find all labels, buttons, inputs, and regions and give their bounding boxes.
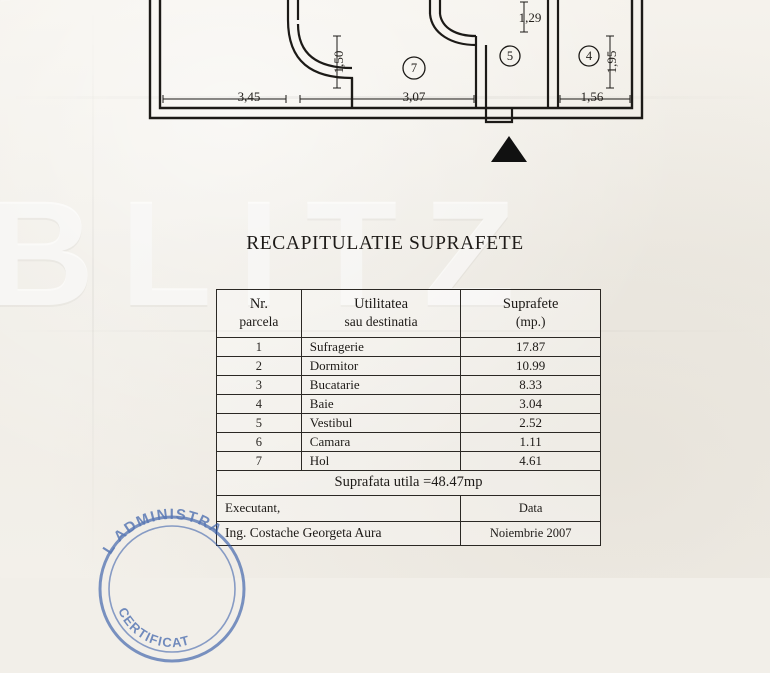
header-supr-line2: (mp.) [515,314,546,329]
header-supr-line1: Suprafete [502,296,559,312]
table-row: 1 Sufragerie 17.87 [216,337,601,357]
cell-nr: 7 [216,451,302,471]
executant-name: Ing. Costache Georgeta Aura [215,521,462,546]
cell-nr: 6 [216,432,302,452]
cell-nr: 2 [216,356,302,376]
cell-utilitate: Dormitor [300,356,462,376]
total-suprafata-utila: Suprafata utila =48.47mp [216,470,601,496]
cell-utilitate: Bucatarie [300,375,462,395]
page-title: RECAPITULATIE SUPRAFETE [246,233,524,254]
cell-suprafata: 1.11 [460,432,601,452]
cell-utilitate: Vestibul [300,413,462,433]
cell-utilitate: Camara [300,432,462,452]
table-row: 2 Dormitor 10.99 [216,356,601,376]
dim-label-3-07: 3,07 [403,89,426,104]
room-marker-5: 5 [507,49,513,63]
cell-suprafata: 4.61 [460,451,601,471]
table-row: 6 Camara 1.11 [216,432,601,452]
paper-crease [92,0,94,578]
dim-label-1-56: 1,56 [581,89,604,104]
dim-label-1-29: 1,29 [519,10,542,25]
cell-suprafata: 2.52 [460,413,601,433]
executant-label: Executant, [215,495,462,522]
header-util-line2: sau destinatia [344,314,418,329]
header-util-line1: Utilitatea [354,296,409,312]
cell-nr: 3 [216,375,302,395]
cell-utilitate: Sufragerie [300,337,462,357]
table-footer-value-row: Ing. Costache Georgeta Aura Noiembrie 20… [215,521,601,546]
header-nr-line1: Nr. [249,296,268,312]
table-header-row: Nr. parcela Utilitatea sau destinatia Su… [216,289,601,338]
cell-utilitate: Hol [300,451,462,471]
header-nr-line2: parcela [239,314,279,329]
table-row: 7 Hol 4.61 [216,451,601,471]
cell-suprafata: 10.99 [460,356,601,376]
floor-plan: 3,45 3,07 1,56 1,50 1,95 1,29 7 5 4 [0,0,770,175]
table-row: 5 Vestibul 2.52 [216,413,601,433]
dim-label-1-95: 1,95 [604,51,619,74]
table-row: 4 Baie 3.04 [216,394,601,414]
cell-utilitate: Baie [300,394,462,414]
cell-nr: 5 [216,413,302,433]
data-value: Noiembrie 2007 [460,521,601,546]
svg-text:CERTIFICAT: CERTIFICAT [115,605,191,650]
table-row: 3 Bucatarie 8.33 [216,375,601,395]
recapitulatie-suprafete-table: Nr. parcela Utilitatea sau destinatia Su… [215,289,601,546]
header-suprafete: Suprafete (mp.) [460,289,601,338]
cell-suprafata: 17.87 [460,337,601,357]
room-marker-7: 7 [411,61,417,75]
cell-suprafata: 3.04 [460,394,601,414]
stamp-text-bottom: CERTIFICAT [115,605,190,650]
table-total-row: Suprafata utila =48.47mp [216,470,601,496]
cell-nr: 1 [216,337,302,357]
north-arrow-icon [487,134,531,164]
header-nr-parcela: Nr. parcela [216,289,302,338]
cell-suprafata: 8.33 [460,375,601,395]
paper-crease [0,96,770,99]
data-label: Data [460,495,601,522]
header-utilitatea: Utilitatea sau destinatia [300,289,462,338]
table-footer-label-row: Executant, Data [215,495,601,522]
dim-label-3-45: 3,45 [238,89,261,104]
room-marker-4: 4 [586,49,593,63]
dim-label-1-50: 1,50 [331,51,346,74]
cell-nr: 4 [216,394,302,414]
